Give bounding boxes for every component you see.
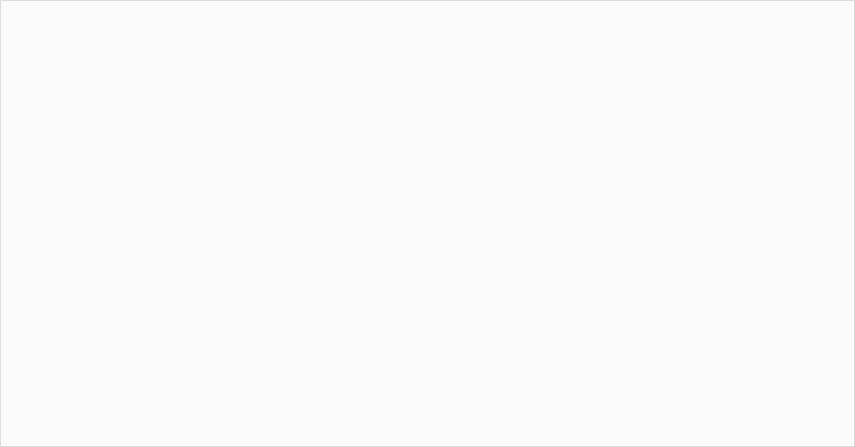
page [0, 0, 855, 447]
app-window [0, 0, 855, 447]
